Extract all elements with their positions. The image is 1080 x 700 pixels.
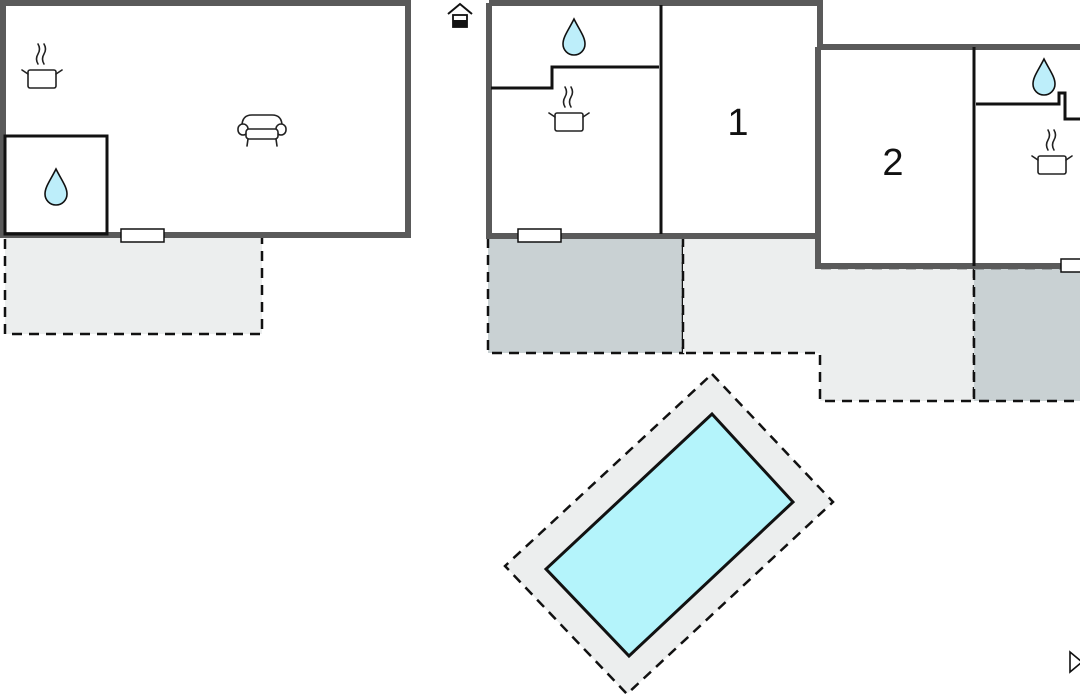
cooking-pot-icon xyxy=(1031,129,1073,175)
room-1-label: 1 xyxy=(727,102,748,144)
water-drop-icon xyxy=(44,168,68,206)
water-drop-icon xyxy=(1032,58,1056,96)
swimming-pool xyxy=(503,372,835,696)
window-far-right xyxy=(1060,258,1080,273)
bathroom-right-divider xyxy=(491,65,659,90)
water-drop-icon xyxy=(562,18,586,56)
terrace-right-dark xyxy=(486,234,685,355)
window-left xyxy=(120,228,165,243)
pool-water xyxy=(543,411,796,659)
bathroom-far-right-divider xyxy=(976,91,1080,121)
terrace-far-right-dark xyxy=(972,266,1080,403)
compass-arrow-icon xyxy=(1069,650,1080,674)
bathroom-left xyxy=(3,134,109,236)
room-2-label: 2 xyxy=(882,142,903,184)
cooking-pot-icon xyxy=(21,43,63,89)
building-right: 1 2 xyxy=(486,0,1080,273)
cooking-pot-icon xyxy=(548,86,590,132)
building-left xyxy=(0,0,411,243)
window-right xyxy=(517,228,562,243)
terrace-left xyxy=(3,234,264,336)
terrace-right-light xyxy=(681,234,976,403)
sofa-icon xyxy=(237,114,287,147)
entrance-icon xyxy=(447,2,473,28)
